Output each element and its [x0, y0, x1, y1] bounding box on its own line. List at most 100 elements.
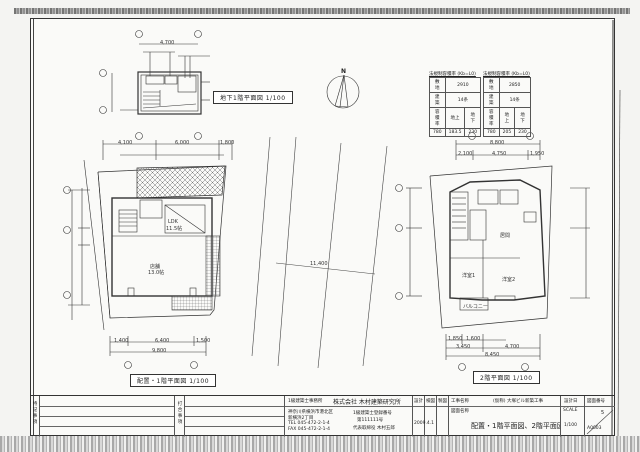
revision-area[interactable]: [185, 396, 285, 437]
drawing-number-divider: [586, 409, 614, 435]
cell: 205: [498, 128, 516, 137]
scale-value: 1/100: [564, 423, 577, 428]
ff-dim-top-1: 6,000: [175, 140, 190, 146]
ff-dim-bottom-2: 1,500: [196, 338, 211, 344]
ff-dim-top-0: 4,100: [118, 140, 133, 146]
sf-dim-bottom-1: 1,600: [466, 336, 481, 342]
scan-edge-bottom: [0, 436, 640, 452]
sf-room-western2: 洋室2: [502, 277, 516, 283]
north-arrow: [326, 74, 360, 109]
cell: 183.5: [444, 128, 466, 137]
drawing-number-label: 図面番号: [587, 399, 605, 404]
sf-dim-top-1: 4,750: [492, 151, 507, 157]
cell: 容積率: [483, 107, 500, 129]
ff-room-ldk: LDK: [168, 219, 178, 225]
drawing-label: 図面名称: [451, 409, 469, 414]
sf-dim-bottom-total: 8,450: [485, 352, 500, 358]
phone-line: TEL 045-472-2-1-4: [288, 421, 330, 426]
ff-room-store-area: 13.0帖: [148, 270, 165, 276]
fax-line: FAX 045-472-2-1-4: [288, 427, 331, 432]
ff-room-store: 店舗: [150, 264, 161, 270]
sf-dim-top-0: 2,100: [458, 151, 473, 157]
title-block: 特記事項 打合事項 1級建築士事務所 株式会社 木村建築研究所 神奈川県横浜市港…: [30, 395, 615, 437]
cell: 敷地: [429, 77, 446, 93]
notes-label-cell: 特記事項: [30, 396, 40, 437]
cell: 14条: [444, 92, 482, 108]
sheet-border: [33, 19, 614, 435]
check-design[interactable]: 設計: [413, 396, 425, 437]
drawing-name: 配置・1階平面図、2階平面図: [471, 422, 561, 430]
project-name: (仮称) 大塚ビル新築工事: [493, 399, 543, 404]
sf-dim-bottom-mid-1: 4,700: [505, 344, 520, 350]
cell: 230: [514, 128, 531, 137]
project-block: 工事名称 (仮称) 大塚ビル新築工事 図面名称 配置・1階平面図、2階平面図: [449, 396, 561, 437]
check-draft-label: 製図: [438, 399, 447, 404]
sf-dim-top-total: 8,800: [490, 140, 505, 146]
address-line: 新横浜2丁目: [288, 416, 314, 421]
architect-line: 1級建築士登録番号: [353, 411, 392, 416]
cell: 2910: [444, 77, 482, 93]
cell: 地下: [514, 107, 531, 129]
road-dimension: 11,400: [310, 261, 328, 267]
area-table-1-title: 法規制容積率 (Kb=L0): [429, 72, 476, 77]
north-label: N: [341, 68, 347, 75]
cell: 地上: [498, 107, 516, 129]
revision-label: 打合事項: [177, 402, 183, 425]
ff-room-ldk-area: 11.5帖: [166, 226, 183, 232]
ff-dim-bottom-0: 1,400: [114, 338, 129, 344]
sf-room-living: 居間: [500, 233, 511, 239]
date-label: 設計日: [564, 399, 578, 404]
scan-edge-top: [14, 8, 630, 14]
revision-label-cell: 打合事項: [175, 396, 185, 437]
sheet-code: A0003: [587, 426, 602, 431]
check-review-label: 検図: [426, 399, 435, 404]
basement-dimension-top: 4,700: [160, 40, 175, 46]
architect-line: 代表取締役 木村五郎: [353, 426, 395, 431]
check-draft[interactable]: 製図: [437, 396, 449, 437]
sf-room-western1: 洋室1: [462, 273, 476, 279]
sf-dim-bottom-mid-0: 3,450: [456, 344, 471, 350]
cell: 2850: [498, 77, 531, 93]
first-floor-plan: [63, 132, 233, 369]
notes-area[interactable]: [40, 396, 175, 437]
ff-dim-bottom-1: 6,400: [155, 338, 170, 344]
architect-line: 第111111号: [357, 418, 384, 423]
registration: 1級建築士事務所: [288, 399, 323, 404]
cell: 780: [429, 128, 446, 137]
drawing-number: 5: [601, 410, 605, 416]
sf-room-balcony: バルコニー: [463, 304, 488, 310]
sf-dim-bottom-0: 1,850: [448, 336, 463, 342]
check-design-label: 設計: [414, 399, 423, 404]
cell: 780: [483, 128, 500, 137]
company-block: 1級建築士事務所 株式会社 木村建築研究所 神奈川県横浜市港北区 新横浜2丁目 …: [285, 396, 413, 437]
basement-plan-caption: 地下1階平面図 1/100: [213, 91, 293, 104]
cell: 地下: [464, 107, 482, 129]
drawing-number-block: 図面番号 5 A0003: [585, 396, 615, 437]
cell: 建築: [429, 92, 446, 108]
site-boundary-lines: [251, 136, 388, 369]
check-review[interactable]: 検図: [425, 396, 437, 437]
company-name: 株式会社 木村建築研究所: [333, 399, 401, 406]
scale-label: SCALE: [563, 408, 578, 413]
ff-dim-top-2: 1,800: [220, 140, 235, 146]
basement-plan: [99, 30, 210, 115]
cell: 容積率: [429, 107, 446, 129]
cell: 地上: [444, 107, 466, 129]
notes-label: 特記事項: [32, 402, 38, 425]
ff-dim-bottom-total: 9,800: [152, 348, 167, 354]
address-line: 神奈川県横浜市港北区: [288, 410, 333, 415]
first-floor-caption: 配置・1階平面図 1/100: [130, 374, 217, 387]
drawn-date: 2009.4.1: [414, 421, 435, 426]
scale-block: 設計日 SCALE 1/100: [561, 396, 585, 437]
cell: 14条: [498, 92, 531, 108]
cell: 敷地: [483, 77, 500, 93]
sf-dim-top-2: 1,950: [530, 151, 545, 157]
project-label: 工事名称: [451, 399, 469, 404]
area-table-2-title: 法規制容積率 (Kb=L0): [483, 72, 530, 77]
cell: 建築: [483, 92, 500, 108]
second-floor-caption: 2階平面図 1/100: [473, 371, 540, 384]
cell: 230: [464, 128, 482, 137]
